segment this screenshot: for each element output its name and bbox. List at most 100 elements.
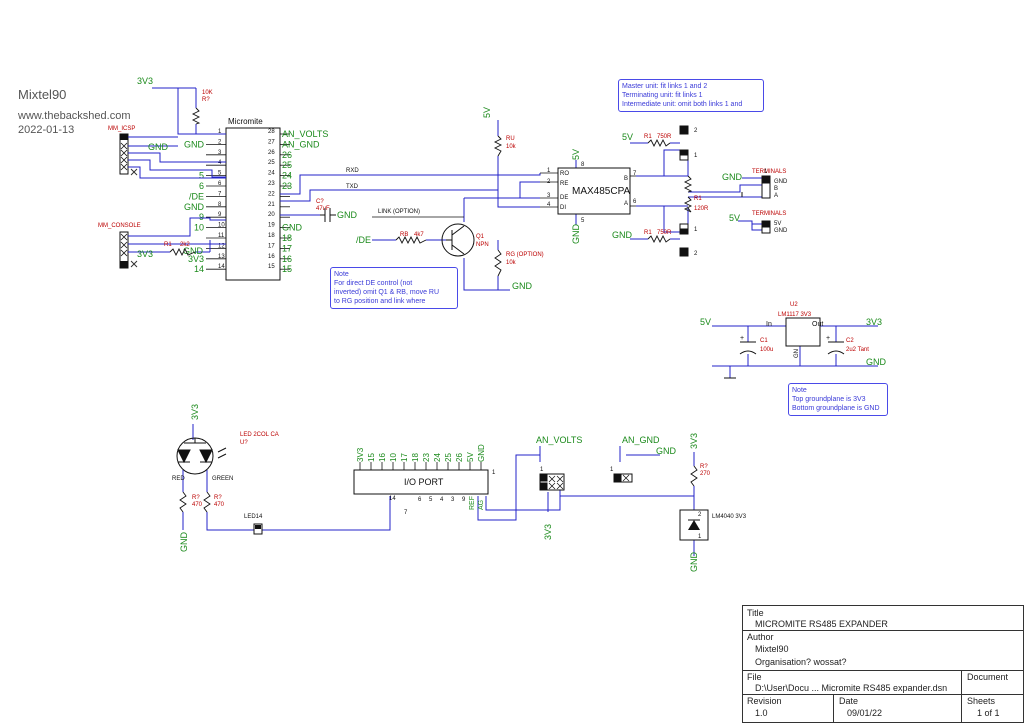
led14-label: LED14	[244, 514, 263, 520]
net-de: /DE	[356, 235, 371, 245]
svg-text:4: 4	[547, 202, 551, 208]
svg-text:B: B	[624, 176, 628, 182]
net-an-volts: AN_VOLTS	[536, 435, 582, 445]
net-gnd-ref: GND	[689, 552, 699, 573]
svg-text:7: 7	[404, 510, 408, 516]
net-3v3-led: 3V3	[190, 404, 200, 420]
micromite-left-pin-label: 14	[194, 264, 204, 274]
micromite-left-pin-label: 10	[194, 223, 204, 233]
file-label: File	[747, 672, 762, 682]
rref-val: 270	[700, 471, 711, 477]
svg-text:6: 6	[633, 199, 637, 205]
led-val: U?	[240, 440, 248, 446]
io-port-pin-label: 10	[389, 453, 398, 462]
svg-text:1: 1	[698, 534, 702, 540]
micromite-right-pin-label: 23	[282, 181, 292, 191]
author-value: Mixtel90	[755, 644, 789, 654]
micromite-left-pin-number: 13	[218, 254, 225, 260]
micromite-left-pin-number: 14	[218, 264, 225, 270]
rgrn-ref: R?	[214, 495, 222, 501]
micromite-label: Micromite	[228, 117, 263, 126]
sheets-value: 1 of 1	[977, 708, 1000, 718]
net-3v3-console: 3V3	[137, 249, 153, 259]
svg-text:RO: RO	[560, 171, 569, 177]
org-value: Organisation? wossat?	[755, 657, 847, 667]
de-control-note: Note For direct DE control (not inverted…	[330, 267, 458, 309]
r10k-ref: 10K	[202, 90, 213, 96]
micromite-left-pin-number: 2	[218, 139, 222, 145]
terminals2-label: TERMINALS	[752, 211, 786, 217]
note-line: to RG position and link where	[334, 298, 426, 305]
title-block: Title MICROMITE RS485 EXPANDER Author Mi…	[742, 605, 1024, 723]
net-txd: TXD	[346, 184, 359, 190]
micromite-right-pin-number: 15	[268, 264, 275, 270]
r1-bot-ref: R1	[644, 230, 652, 236]
micromite-right-pin-label: 16	[282, 254, 292, 264]
svg-text:1: 1	[492, 470, 496, 476]
micromite-right-pin-number: 16	[268, 254, 275, 260]
svg-text:RE: RE	[560, 181, 568, 187]
micromite-left-pin-number: 4	[218, 160, 222, 166]
micromite-right-pin-number: 19	[268, 223, 275, 229]
micromite-right-pin-label: AN_VOLTS	[282, 129, 328, 139]
micromite-right-pin-number: 18	[268, 233, 275, 239]
u2-ref: U2	[790, 302, 798, 308]
ctx-ref: C?	[316, 199, 324, 205]
max485-label: MAX485CPA	[572, 186, 631, 197]
mm-icsp-label: MM_ICSP	[108, 126, 135, 132]
links-note: Master unit: fit links 1 and 2 Terminati…	[618, 79, 764, 112]
micromite-left-pin-label: 3V3	[188, 254, 204, 264]
io-port-bottom-pin: 3	[451, 497, 455, 503]
author-name: Mixtel90	[18, 87, 67, 102]
net-3v3-reg: 3V3	[866, 317, 882, 327]
net-gnd-icsp: GND	[148, 142, 169, 152]
micromite-left-pin-number: 10	[218, 223, 225, 229]
svg-text:Out: Out	[812, 321, 823, 328]
io-port-pin-label: GND	[477, 444, 486, 462]
svg-text:I/O PORT: I/O PORT	[404, 477, 444, 487]
drawing-date: 2022-01-13	[18, 124, 75, 136]
file-value: D:\User\Docu ... Micromite RS485 expande…	[755, 683, 948, 693]
note-line: Top groundplane is 3V3	[792, 396, 866, 403]
micromite-right-pin-number: 22	[268, 191, 275, 197]
micromite-left-pin-label: GND	[184, 202, 205, 212]
wires	[128, 87, 878, 556]
micromite-chip: Micromite 12GND3455667/DE8GND99101011121…	[184, 117, 328, 281]
net-gnd-max: GND	[571, 224, 581, 245]
svg-text:5: 5	[581, 218, 585, 224]
svg-text:2: 2	[698, 512, 702, 518]
rcon-ref: R1	[164, 242, 172, 248]
net-link: LINK (OPTION)	[378, 209, 420, 215]
mm-icsp-connector: MM_ICSP	[108, 126, 138, 176]
date-label: Date	[839, 696, 859, 706]
micromite-right-pin-label: 17	[282, 243, 292, 253]
r1-top-ref: R1	[644, 134, 652, 140]
svg-text:B: B	[774, 186, 778, 192]
svg-text:GN: GN	[794, 349, 800, 358]
title-value: MICROMITE RS485 EXPANDER	[755, 619, 888, 629]
micromite-right-pin-label: 25	[282, 160, 292, 170]
svg-text:1: 1	[540, 467, 544, 473]
io-port-pin-label: 24	[433, 453, 442, 462]
svg-text:2: 2	[694, 128, 698, 134]
micromite-right-pin-number: 28	[268, 129, 275, 135]
svg-text:REF: REF	[469, 496, 476, 510]
rred-ref: R?	[192, 495, 200, 501]
micromite-left-pin-label: GND	[184, 139, 205, 149]
svg-text:1: 1	[610, 467, 614, 473]
micromite-left-pin-number: 3	[218, 150, 222, 156]
rcon-val: 2k2	[180, 242, 190, 248]
io-port-bottom-pin: 5	[429, 497, 433, 503]
terminals1-label: TERMINALS	[752, 169, 786, 175]
svg-text:1: 1	[547, 168, 551, 174]
c1-val: 100u	[760, 347, 773, 353]
micromite-left-pin-label: 6	[199, 181, 204, 191]
svg-text:1: 1	[694, 153, 698, 159]
q1-val: NPN	[476, 242, 489, 248]
rb-val: 4k7	[414, 232, 424, 238]
io-port-pin-label: 17	[400, 453, 409, 462]
